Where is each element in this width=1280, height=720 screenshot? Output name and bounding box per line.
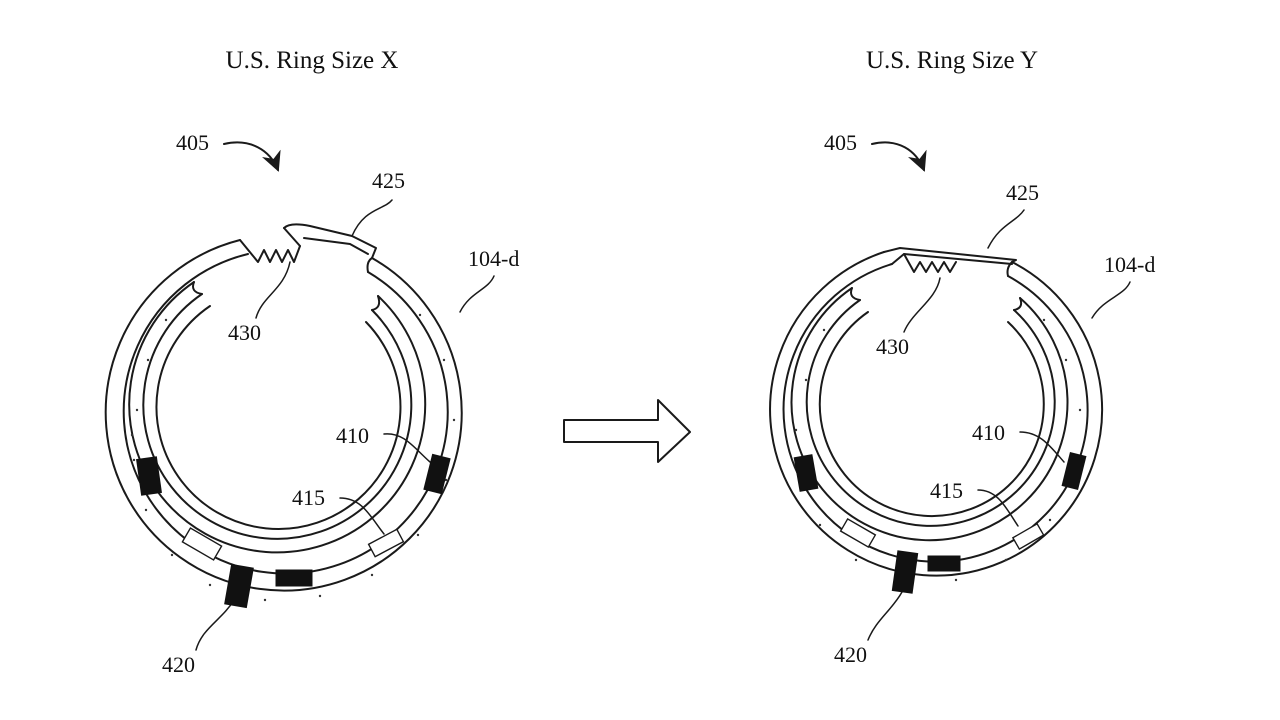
hatched-component-left: [181, 527, 223, 561]
leader-425-right: [987, 209, 1025, 249]
leader-430-right: [903, 277, 941, 333]
leader-430-left: [255, 261, 291, 319]
hatched-component-right: [839, 517, 877, 549]
leader-415-right: [977, 489, 1019, 527]
component-block-right-side: [793, 454, 819, 492]
ring-size-y-figure: U.S. Ring Size Y 405: [769, 47, 1155, 667]
leader-104d-right: [1091, 281, 1131, 319]
leader-104d-left: [459, 275, 495, 313]
ring-housing-left: [104, 223, 463, 602]
label-410-right: 410: [972, 420, 1005, 445]
sensor-415-left: [367, 528, 405, 558]
arrow-405-left: [223, 141, 281, 172]
label-420-right: 420: [834, 642, 867, 667]
ring-size-x-title: U.S. Ring Size X: [226, 47, 399, 74]
leader-410-left: [383, 433, 431, 463]
battery-410-right: [1061, 451, 1087, 491]
component-block-right-bottom: [927, 555, 961, 572]
label-104d-left: 104-d: [468, 246, 519, 271]
label-415-left: 415: [292, 485, 325, 510]
ring-size-y-title: U.S. Ring Size Y: [866, 47, 1038, 74]
leader-425-left: [351, 199, 393, 237]
transition-arrow: [563, 399, 691, 463]
label-425-right: 425: [1006, 180, 1039, 205]
leader-410-right: [1019, 431, 1065, 463]
label-415-right: 415: [930, 478, 963, 503]
ring-housing-right: [769, 247, 1104, 582]
component-block-left-side: [136, 456, 162, 496]
sensor-415-right: [1011, 522, 1045, 551]
label-104d-right: 104-d: [1104, 252, 1155, 277]
label-420-left: 420: [162, 652, 195, 677]
label-425-left: 425: [372, 168, 405, 193]
label-410-left: 410: [336, 423, 369, 448]
label-405-right: 405: [824, 130, 857, 155]
component-block-left-bottom: [275, 569, 313, 587]
leader-415-left: [339, 497, 385, 535]
label-405-left: 405: [176, 130, 209, 155]
leader-420-right: [867, 591, 903, 641]
ring-size-x-figure: U.S. Ring Size X 405: [104, 47, 519, 677]
module-420-left: [224, 563, 254, 609]
leader-420-left: [195, 599, 235, 651]
battery-410-left: [423, 453, 451, 495]
label-430-left: 430: [228, 320, 261, 345]
module-420-right: [891, 550, 919, 594]
arrow-405-right: [871, 141, 927, 172]
label-430-right: 430: [876, 334, 909, 359]
